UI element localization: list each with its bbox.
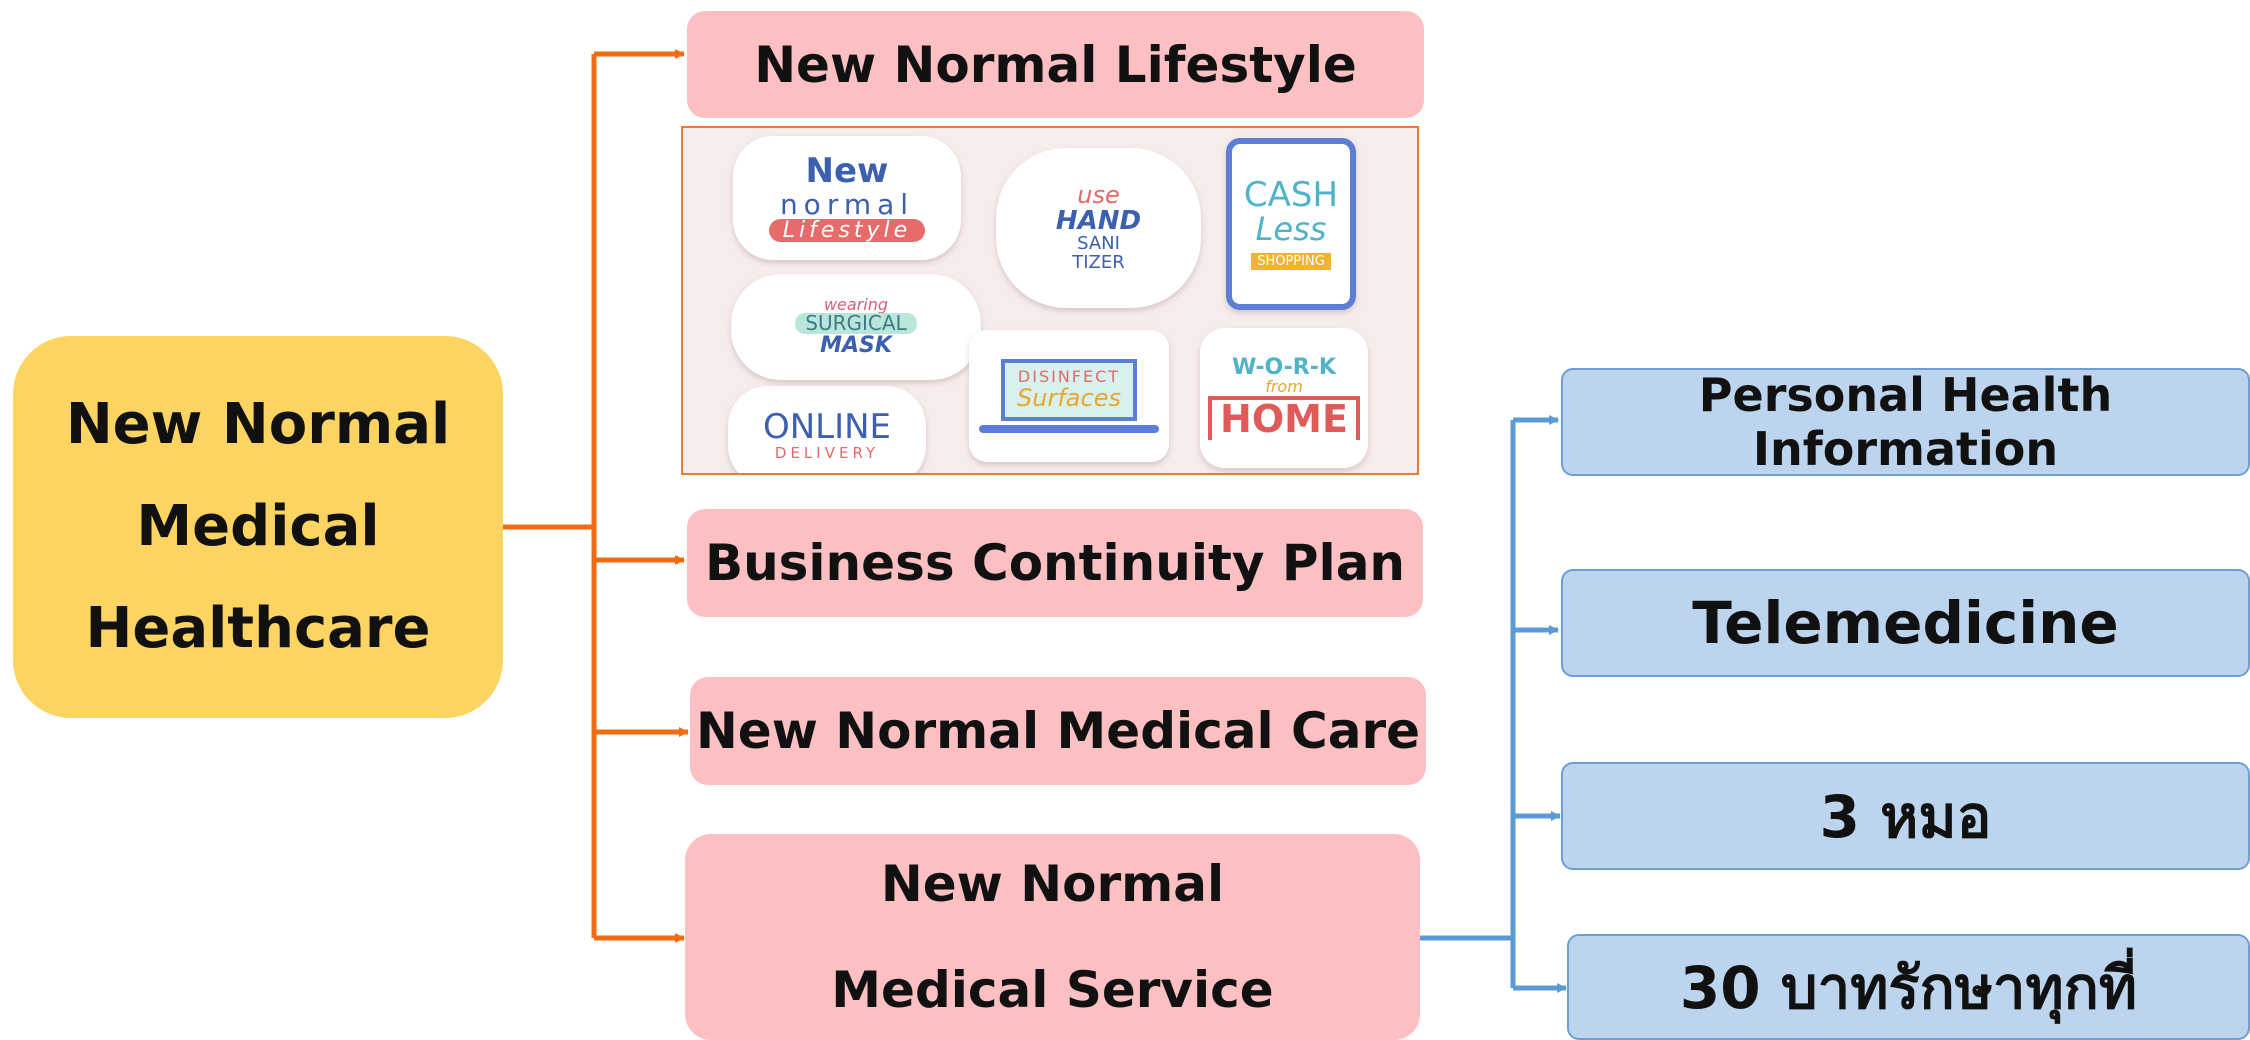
- sticker-work-line-1: W-O-R-K: [1232, 355, 1336, 381]
- root-line-1: New Normal: [65, 392, 451, 457]
- sticker-sanitizer-line-3: SANI: [1077, 233, 1120, 255]
- sticker-cashless-line-1: CASH: [1243, 174, 1339, 215]
- sticker-new-normal-line-2: normal: [779, 187, 915, 221]
- laptop-screen: DISINFECT Surfaces: [1001, 359, 1137, 421]
- service-thirty-baht: 30 บาทรักษาทุกที่: [1567, 934, 2250, 1040]
- sticker-new-normal-line-1: New: [805, 150, 889, 191]
- sticker-sanitizer-line-1: use: [1077, 180, 1120, 209]
- branch-medical-service: New Normal Medical Service: [685, 834, 1420, 1040]
- branch-medical-care: New Normal Medical Care: [690, 677, 1426, 785]
- root-node: New Normal Medical Healthcare: [13, 336, 503, 718]
- sticker-disinfect-line-1: DISINFECT: [1017, 367, 1121, 386]
- service-three-doctors: 3 หมอ: [1561, 762, 2250, 870]
- sticker-delivery-line-1: ONLINE: [762, 407, 892, 448]
- service-personal-health-information: Personal Health Information: [1561, 368, 2250, 476]
- sticker-new-normal: New normal Lifestyle: [733, 136, 961, 260]
- sticker-delivery-line-2: DELIVERY: [774, 443, 880, 462]
- sticker-mask-line-2: SURGICAL: [795, 313, 917, 335]
- blue-connector: [1419, 415, 1567, 993]
- sticker-disinfect: DISINFECT Surfaces: [969, 330, 1169, 462]
- branch-medical-care-label: New Normal Medical Care: [695, 702, 1421, 760]
- sticker-work-line-2: from: [1265, 377, 1303, 397]
- root-line-2: Medical: [136, 494, 380, 559]
- branch-business-continuity: Business Continuity Plan: [687, 509, 1423, 617]
- sticker-sanitizer-line-4: TIZER: [1072, 252, 1125, 274]
- service-phi-label: Personal Health Information: [1698, 368, 2113, 476]
- orange-connector: [503, 49, 689, 943]
- sticker-mask-line-3: MASK: [820, 333, 892, 359]
- sticker-work-from-home: W-O-R-K from HOME: [1200, 328, 1368, 468]
- sticker-cashless-line-2: Less: [1255, 210, 1327, 249]
- service-three-doctors-label: 3 หมอ: [1819, 782, 1992, 851]
- branch-lifestyle-label: New Normal Lifestyle: [754, 35, 1357, 94]
- sticker-work-line-3: HOME: [1208, 396, 1360, 440]
- laptop-base: [979, 424, 1159, 433]
- sticker-cashless-line-3: SHOPPING: [1251, 252, 1331, 271]
- sticker-new-normal-line-3: Lifestyle: [768, 219, 926, 242]
- service-telemedicine: Telemedicine: [1561, 569, 2250, 677]
- branch-lifestyle: New Normal Lifestyle: [687, 11, 1424, 118]
- service-thirty-baht-label: 30 บาทรักษาทุกที่: [1679, 953, 2138, 1022]
- root-line-3: Healthcare: [85, 596, 431, 661]
- sticker-hand-sanitizer: use HAND SANI TIZER: [996, 148, 1201, 308]
- sticker-surgical-mask: wearing SURGICAL MASK: [731, 274, 981, 380]
- sticker-disinfect-line-2: Surfaces: [1017, 383, 1121, 412]
- new-normal-lifestyle-image: New normal Lifestyle use HAND SANI TIZER…: [681, 126, 1419, 475]
- sticker-online-delivery: ONLINE DELIVERY: [728, 386, 926, 473]
- sticker-sanitizer-line-2: HAND: [1055, 206, 1142, 237]
- sticker-mask-line-1: wearing: [823, 294, 889, 314]
- service-telemedicine-label: Telemedicine: [1692, 589, 2119, 657]
- sticker-cashless: CASH Less SHOPPING: [1226, 138, 1356, 310]
- branch-medical-service-line-2: Medical Service: [831, 961, 1274, 1019]
- branch-business-label: Business Continuity Plan: [704, 534, 1406, 592]
- branch-medical-service-line-1: New Normal: [880, 855, 1225, 913]
